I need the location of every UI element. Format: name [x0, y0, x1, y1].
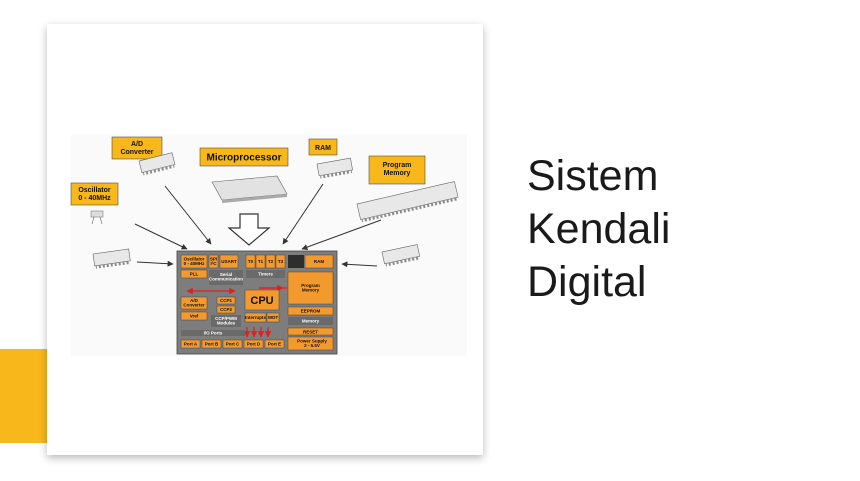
block-timers: [246, 270, 285, 278]
block-port-a: [180, 339, 201, 349]
arrow-program-memory: [301, 219, 382, 250]
block-t1: [255, 254, 266, 269]
block-interrupts: [244, 312, 267, 323]
block-t2-text: T2: [268, 259, 274, 264]
block-pll: [180, 269, 208, 279]
arrow-ram: [282, 183, 324, 245]
block-t1-text: T1: [258, 259, 264, 264]
block-port-e: [264, 339, 285, 349]
block-memory-text: Memory: [302, 319, 320, 324]
block-ad-converter: [180, 296, 208, 310]
block-timers-text: Timers: [258, 272, 273, 277]
block-port-c: [222, 339, 243, 349]
block-port-a-text: Port A: [184, 342, 198, 347]
arrow-ad: [164, 185, 212, 245]
down-arrow: [227, 213, 271, 246]
block-port-e-text: Port E: [268, 342, 281, 347]
block-ram-cells: [288, 255, 304, 268]
arrow-right-chip: [341, 261, 378, 268]
ram-chip: [316, 157, 353, 179]
bus-arrows: [186, 284, 287, 338]
block-port-d-text: Port D: [247, 342, 261, 347]
block-oscillator: [180, 254, 208, 269]
block-io-ports: [181, 330, 245, 336]
block-vref: [180, 311, 208, 321]
block-ccp2-text: CCP2: [220, 307, 233, 312]
block-ccp-modules: [211, 315, 241, 327]
block-wdt: [266, 312, 280, 323]
block-cpu: [244, 289, 280, 311]
block-port-b-text: Port B: [205, 342, 219, 347]
block-wdt-text: WDT: [268, 315, 278, 320]
block-t2: [265, 254, 276, 269]
block-ccp2: [216, 305, 236, 314]
arrow-oscillator: [134, 223, 188, 250]
block-reset: [287, 327, 334, 336]
block-serial: [209, 270, 243, 285]
crystal-icon: [90, 210, 104, 225]
block-t0-text: T0: [248, 259, 254, 264]
block-spi: [208, 254, 219, 269]
right-chip: [381, 244, 421, 267]
block-ccp1-text: CCP1: [220, 298, 233, 303]
accent-bar: [0, 349, 47, 443]
block-t3: [275, 254, 286, 269]
slide-title: Sistem Kendali Digital: [527, 150, 670, 309]
block-reset-text: RESET: [303, 330, 318, 335]
title-line-2: Kendali: [527, 205, 671, 253]
block-power-supply: [287, 336, 334, 351]
block-memory: [288, 317, 333, 325]
block-usart-text: USART: [221, 259, 237, 264]
block-interrupts-text: Interrupts: [245, 315, 266, 320]
block-ram-text: RAM: [314, 259, 324, 264]
microprocessor-label: Microprocessor: [199, 147, 289, 167]
arrows: [134, 183, 382, 268]
block-cpu-text: CPU: [250, 295, 273, 307]
block-usart: [219, 254, 239, 269]
block-eeprom-text: EEPROM: [301, 309, 321, 314]
title-line-1: Sistem: [527, 152, 659, 200]
ad-converter-chip: [138, 152, 176, 176]
block-ram: [304, 254, 334, 269]
microprocessor-text: Microprocessor: [206, 153, 281, 164]
block-port-b: [201, 339, 222, 349]
block-port-d: [243, 339, 264, 349]
arrow-left-chip: [136, 260, 174, 267]
block-ccp1: [216, 296, 236, 305]
title-line-3: Digital: [527, 258, 647, 306]
block-port-c-text: Port C: [226, 342, 240, 347]
block-t3-text: T3: [278, 259, 284, 264]
block-pll-text: PLL: [190, 272, 199, 277]
left-chip: [92, 248, 131, 269]
block-vref-text: Vref: [190, 314, 199, 319]
program-memory-chip: [356, 181, 459, 223]
block-t0: [245, 254, 256, 269]
ram-text: RAM: [315, 145, 331, 152]
block-io-ports-text: I/O Ports: [204, 331, 223, 336]
microprocessor-chip: [211, 175, 288, 203]
block-program-memory: [287, 271, 334, 305]
ram-label: RAM: [308, 138, 338, 156]
block-eeprom: [287, 306, 334, 316]
